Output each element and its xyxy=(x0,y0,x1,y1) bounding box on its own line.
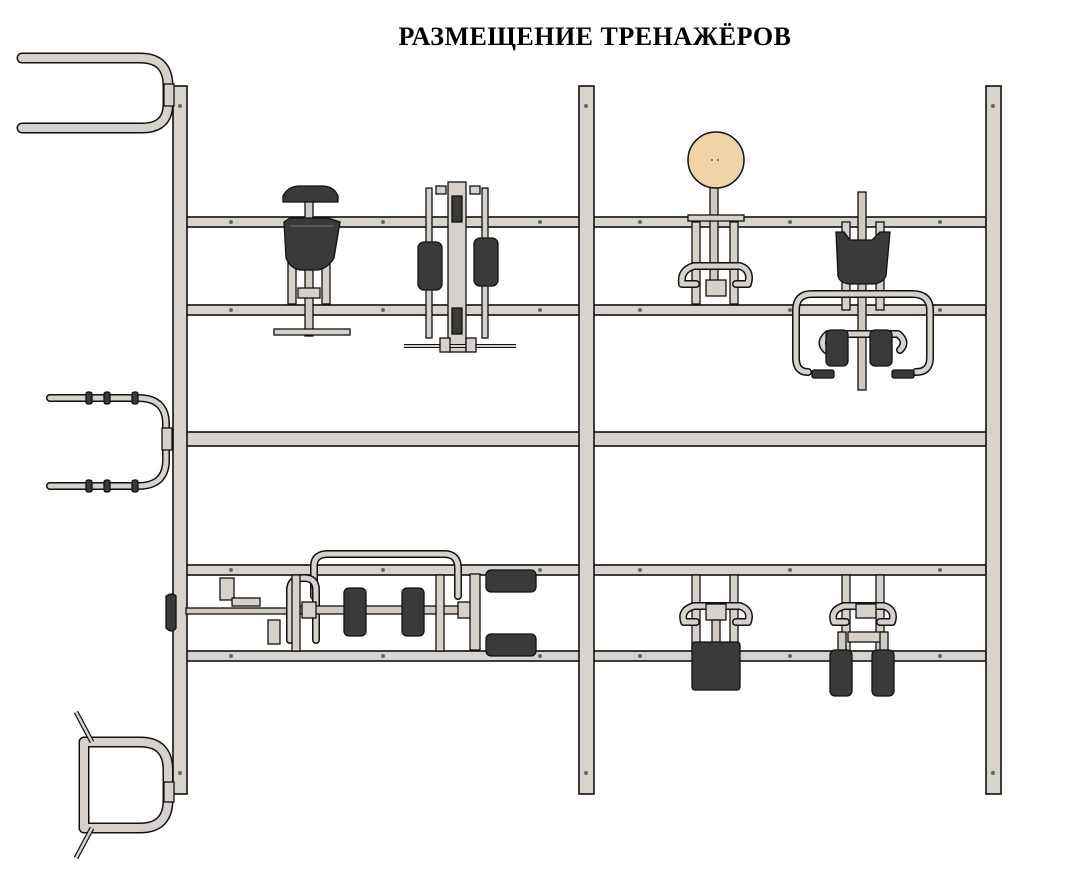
machine-pendulum-single xyxy=(679,574,753,691)
machine-pendulum-dual xyxy=(829,574,897,697)
machine-seated-press xyxy=(273,185,351,337)
handrail-top xyxy=(16,52,175,134)
machine-rotating-disc xyxy=(677,131,753,305)
post-left xyxy=(172,85,188,795)
pendulum-pad xyxy=(691,641,741,691)
machine-vertical-trainer xyxy=(404,181,516,353)
handrail-middle xyxy=(46,391,173,493)
machine-horizontal-bench xyxy=(165,550,537,657)
diagram-title: РАЗМЕЩЕНИЕ ТРЕНАЖЁРОВ xyxy=(398,22,792,51)
beam-bolts xyxy=(229,220,942,658)
handrail-bottom xyxy=(73,710,175,860)
post-right xyxy=(985,85,1002,795)
wheel-disc xyxy=(687,131,745,189)
post-center xyxy=(578,85,595,795)
machine-leg-press xyxy=(792,191,934,391)
